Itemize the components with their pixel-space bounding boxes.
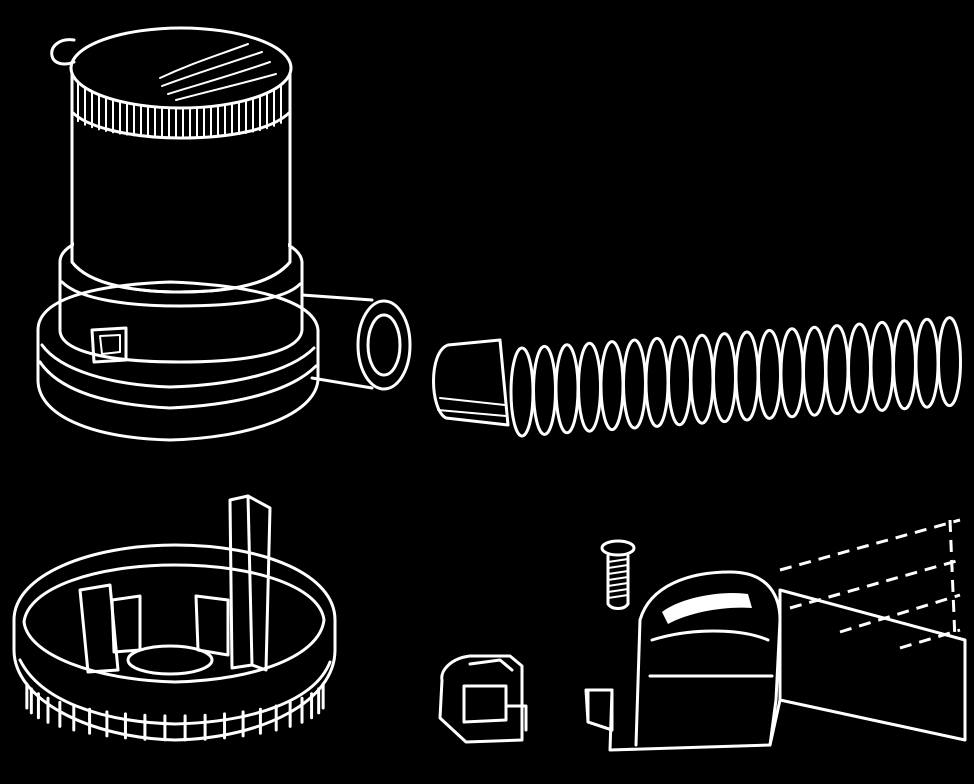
clip-icon — [438, 654, 528, 744]
screw-icon — [600, 539, 636, 610]
bilge-pump-icon — [36, 26, 412, 442]
corrugated-hose-icon — [432, 316, 962, 438]
float-switch-icon — [584, 518, 967, 752]
strainer-base-icon — [12, 494, 337, 742]
